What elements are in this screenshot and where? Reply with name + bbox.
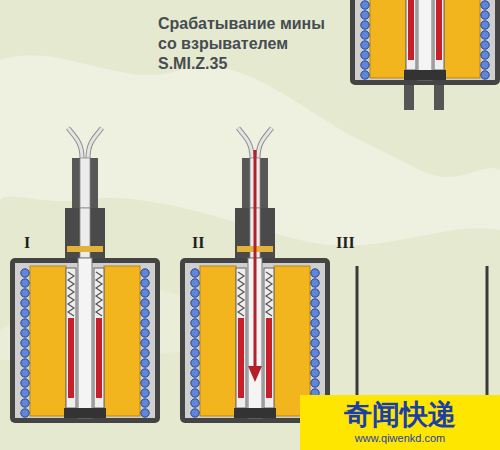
firing-arrow — [254, 150, 257, 370]
stage-number: I — [24, 234, 30, 252]
stage-number: II — [192, 234, 204, 252]
firing-arrow-head — [248, 366, 262, 382]
mine-stage-one — [10, 128, 160, 423]
mine-stage-three — [350, 0, 500, 110]
watermark-box: 奇闻快递www.qiwenkd.com — [300, 395, 500, 450]
watermark-text: 奇闻快递 — [306, 398, 494, 432]
stage-number: III — [336, 234, 355, 252]
mine-stage-two — [180, 128, 330, 423]
diagram-title: Срабатывание мины со взрывателем S.MI.Z.… — [158, 14, 346, 74]
watermark-url: www.qiwenkd.com — [306, 432, 494, 445]
